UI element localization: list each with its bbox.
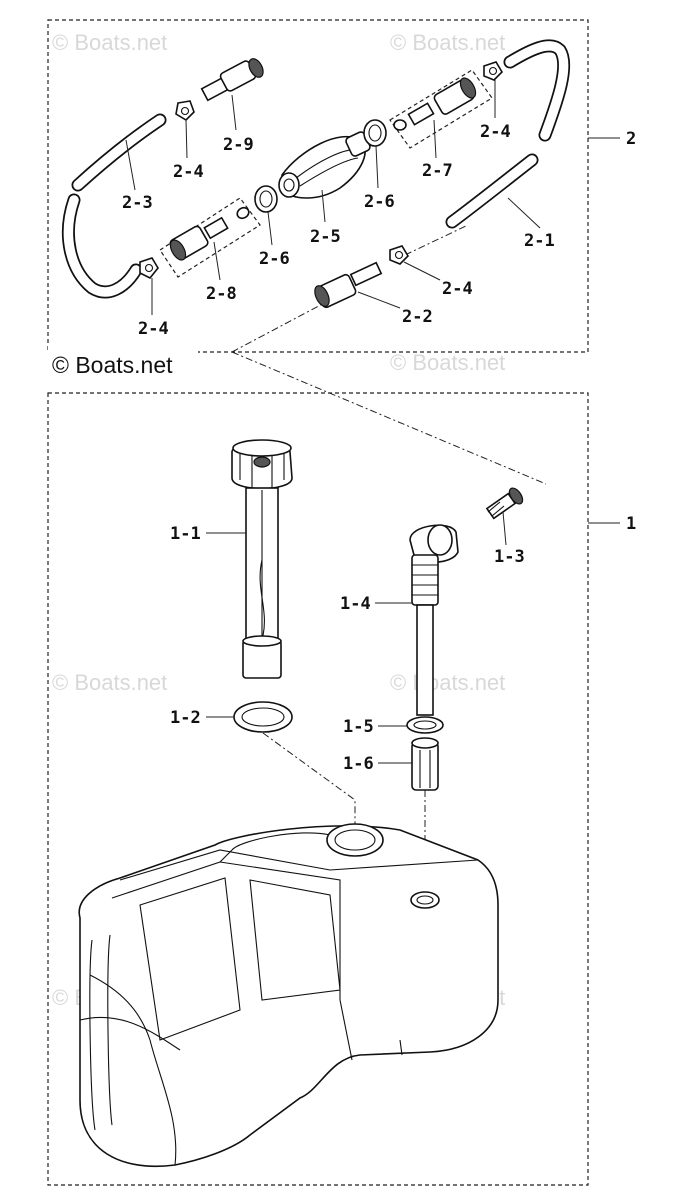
label-1-5: 1-5 <box>343 717 374 737</box>
fitting-1-3 <box>485 487 524 520</box>
watermark: © Boats.net <box>52 30 167 55</box>
clamp-2-4-a <box>175 100 195 122</box>
label-2-1: 2-1 <box>524 231 555 251</box>
watermark: © Boats.net <box>390 30 505 55</box>
watermark: © Boats.net <box>390 350 505 375</box>
label-1-2: 1-2 <box>170 708 201 728</box>
valve-2-7 <box>389 69 493 149</box>
label-2-4: 2-4 <box>480 122 511 142</box>
ring-2-6-b <box>363 119 387 147</box>
pickup-tube-1-4 <box>409 524 459 716</box>
connection-line <box>404 224 469 256</box>
label-2-5: 2-5 <box>310 227 341 247</box>
label-2-4: 2-4 <box>442 279 473 299</box>
label-2-6: 2-6 <box>364 192 395 212</box>
label-1-3: 1-3 <box>494 547 525 567</box>
ring-2-6-a <box>254 185 278 213</box>
label-group-2: 2 <box>626 129 636 149</box>
label-2-8: 2-8 <box>206 284 237 304</box>
copyright-text: © Boats.net <box>52 352 173 378</box>
hose-2-upper <box>503 39 571 142</box>
label-2-3: 2-3 <box>122 193 153 213</box>
group-1-leaders <box>206 511 507 764</box>
group-2-leaders <box>125 80 541 315</box>
label-1-1: 1-1 <box>170 524 201 544</box>
primer-bulb-2-5 <box>278 131 371 199</box>
hose-2-1 <box>445 153 539 229</box>
gasket-1-2 <box>233 701 293 733</box>
o-ring-1-5 <box>406 716 444 734</box>
group-2-box <box>47 19 589 353</box>
label-group-1: 1 <box>626 514 636 534</box>
watermark: © Boats.net <box>52 670 167 695</box>
valve-2-8 <box>159 197 261 278</box>
fuel-tank <box>78 823 499 1167</box>
part-labels: 2 1 2-9 2-4 2-3 2-4 2-8 2-6 2-5 2-6 2-7 … <box>122 122 636 774</box>
label-1-4: 1-4 <box>340 594 371 614</box>
label-2-6: 2-6 <box>259 249 290 269</box>
watermark: © Boats.net <box>390 670 505 695</box>
connection-line <box>262 732 356 825</box>
connector-2-9 <box>200 58 264 102</box>
group-1-box <box>47 392 589 1186</box>
copyright-backdrop <box>48 345 198 375</box>
label-2-4: 2-4 <box>173 162 204 182</box>
hose-2-3 <box>62 113 167 299</box>
connection-line <box>231 299 331 353</box>
label-2-4: 2-4 <box>138 319 169 339</box>
label-2-2: 2-2 <box>402 307 433 327</box>
clamp-2-4-b <box>139 257 159 280</box>
connector-2-2 <box>314 261 383 309</box>
filter-1-6 <box>411 737 439 791</box>
clamp-2-4-d <box>389 245 410 265</box>
fuel-gauge-1-1 <box>231 439 293 679</box>
label-2-9: 2-9 <box>223 135 254 155</box>
clamp-2-4-c <box>483 61 504 81</box>
label-1-6: 1-6 <box>343 754 374 774</box>
connection-line <box>231 351 547 485</box>
label-2-7: 2-7 <box>422 161 453 181</box>
